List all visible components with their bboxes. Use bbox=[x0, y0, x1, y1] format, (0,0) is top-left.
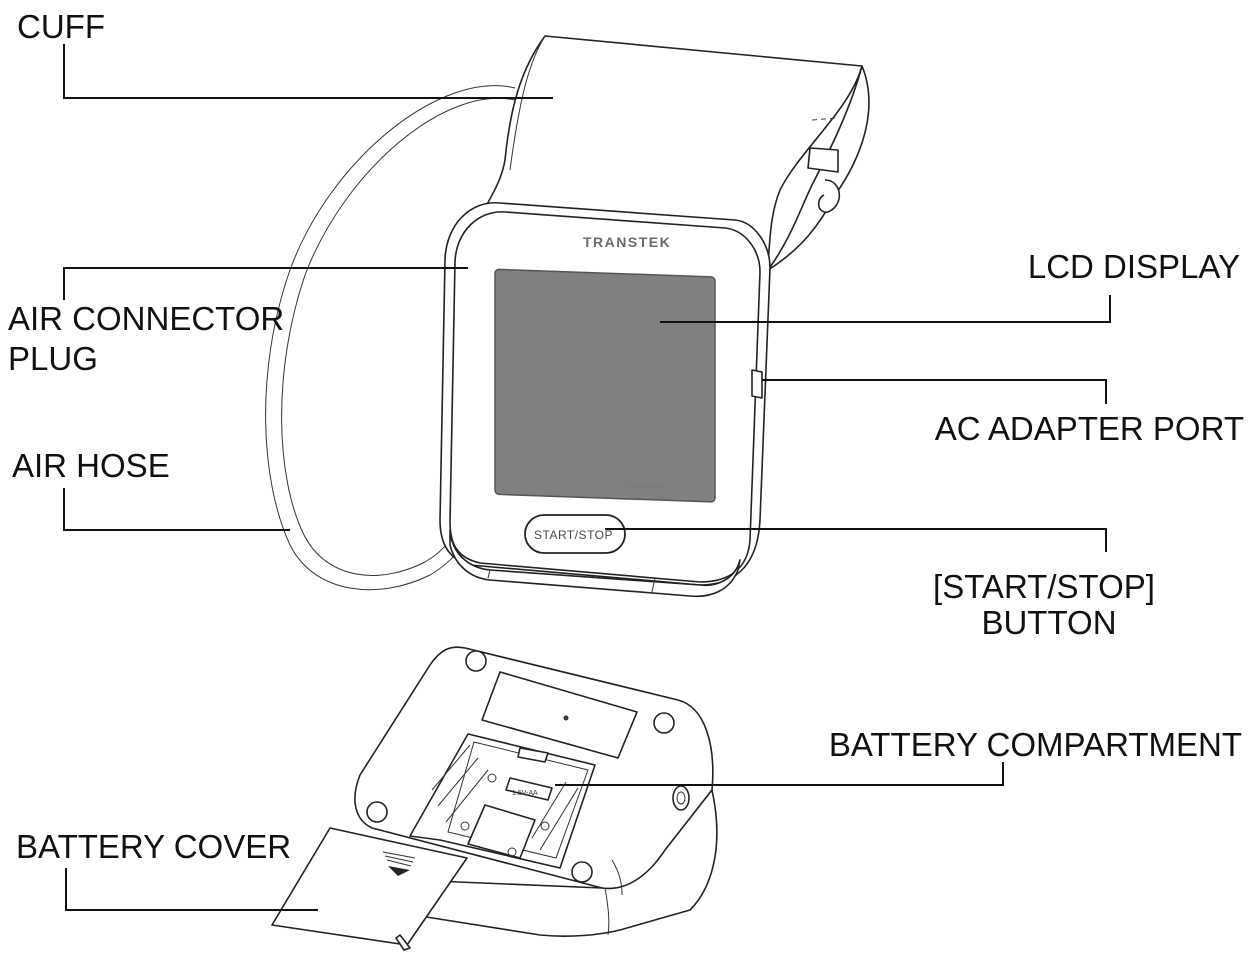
label-lcd-display: LCD DISPLAY bbox=[1028, 248, 1240, 285]
label-ac-adapter-port: AC ADAPTER PORT bbox=[935, 410, 1244, 447]
label-start-stop-line1: [START/STOP] bbox=[933, 568, 1155, 605]
air-hose bbox=[265, 85, 516, 591]
start-stop-button[interactable] bbox=[524, 514, 626, 554]
battery-cover bbox=[271, 827, 468, 951]
base-unit: 1.5V-AA bbox=[354, 646, 718, 937]
pulse-caption: Pulse/min bbox=[623, 481, 663, 491]
label-air-connector-plug-line1: AIR CONNECTOR bbox=[8, 300, 284, 337]
label-battery-cover: BATTERY COVER bbox=[16, 828, 291, 865]
label-air-connector-plug-line2: PLUG bbox=[8, 340, 98, 377]
brand-logo: TRANSTEK bbox=[583, 234, 671, 250]
label-battery-compartment: BATTERY COMPARTMENT bbox=[829, 726, 1242, 763]
label-start-stop-line2: BUTTON bbox=[981, 604, 1116, 641]
label-air-hose: AIR HOSE bbox=[12, 447, 170, 484]
lcd-screen bbox=[494, 268, 716, 503]
battery-marking: 1.5V-AA bbox=[512, 790, 538, 797]
start-stop-button-text: START/STOP bbox=[534, 528, 613, 542]
monitor-unit: TRANSTEK Pulse/min START/STOP bbox=[439, 202, 771, 598]
label-cuff: CUFF bbox=[17, 8, 105, 45]
labels: CUFF AIR CONNECTOR PLUG AIR HOSE LCD DIS… bbox=[8, 8, 1244, 865]
leader-lines bbox=[63, 44, 1111, 911]
